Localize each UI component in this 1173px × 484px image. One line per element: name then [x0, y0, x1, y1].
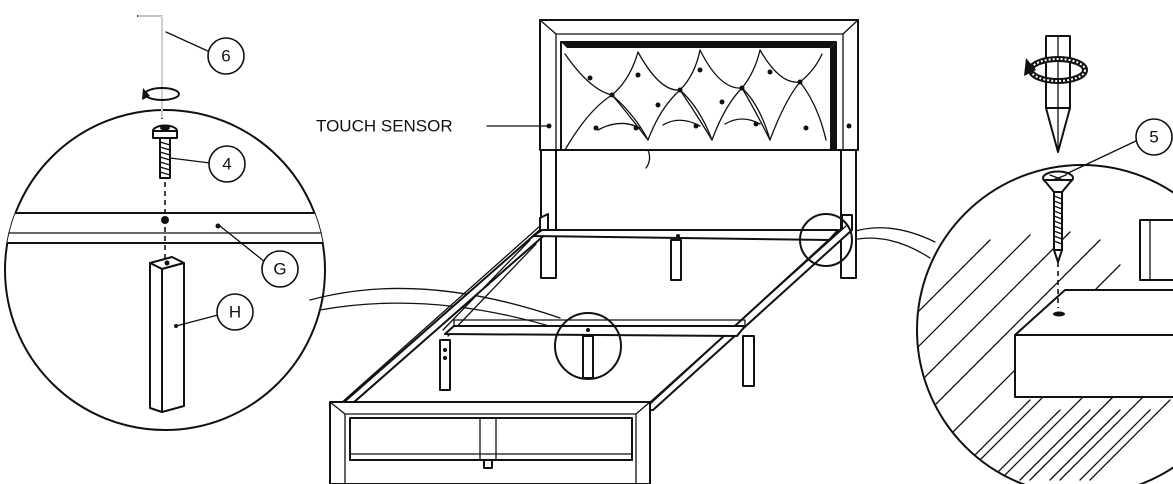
left-detail-circle: [4, 109, 326, 431]
connector-left-upper: [309, 287, 561, 319]
part-4-callout: 4: [169, 145, 246, 183]
support-leg-h: [149, 256, 185, 413]
left-side-rail: [334, 213, 549, 411]
bed-frame: [329, 19, 859, 484]
screw-5: [1042, 170, 1074, 263]
right-side-rail: [642, 214, 853, 411]
touch-sensor-callout: TOUCH SENSOR: [316, 117, 548, 136]
top-slat: [532, 229, 839, 281]
part-4-label: 4: [222, 155, 231, 174]
rotation-arrow-icon: [142, 87, 180, 101]
screwdriver-bit: [1024, 35, 1088, 153]
part-g-label: G: [273, 260, 286, 279]
middle-slat-support-leg: [582, 335, 594, 379]
part-6-callout: 6: [165, 31, 245, 75]
part-h-callout: H: [175, 293, 254, 331]
part-g-callout: G: [219, 225, 299, 288]
middle-slat: [439, 319, 755, 391]
connector-right-lower: [851, 237, 931, 259]
right-detail-view: [916, 35, 1173, 484]
left-detail-view: [4, 15, 326, 431]
part-6-label: 6: [221, 47, 230, 66]
bolt-4: [152, 124, 178, 179]
footboard: [329, 401, 651, 484]
right-detail-circle: [916, 164, 1173, 484]
part-5-label: 5: [1149, 128, 1158, 147]
headboard: [539, 19, 859, 169]
tuft-buttons: [587, 67, 809, 131]
touch-sensor-dot-left: [546, 123, 552, 129]
allen-key-6: [137, 15, 180, 119]
rotation-arrow-icon: [1024, 56, 1088, 84]
top-slat-support-leg: [670, 239, 682, 281]
part-5-callout: 5: [1065, 118, 1173, 175]
part-h-label: H: [229, 303, 241, 322]
touch-sensor-dot-right: [846, 123, 852, 129]
sensor-cable: [645, 149, 651, 169]
wooden-slat-board: [1014, 289, 1173, 336]
rail-detail-highlight: [799, 213, 853, 267]
connector-right-upper: [851, 227, 936, 243]
touch-sensor-label: TOUCH SENSOR: [316, 117, 453, 136]
slat-detail-highlight: [554, 312, 622, 380]
